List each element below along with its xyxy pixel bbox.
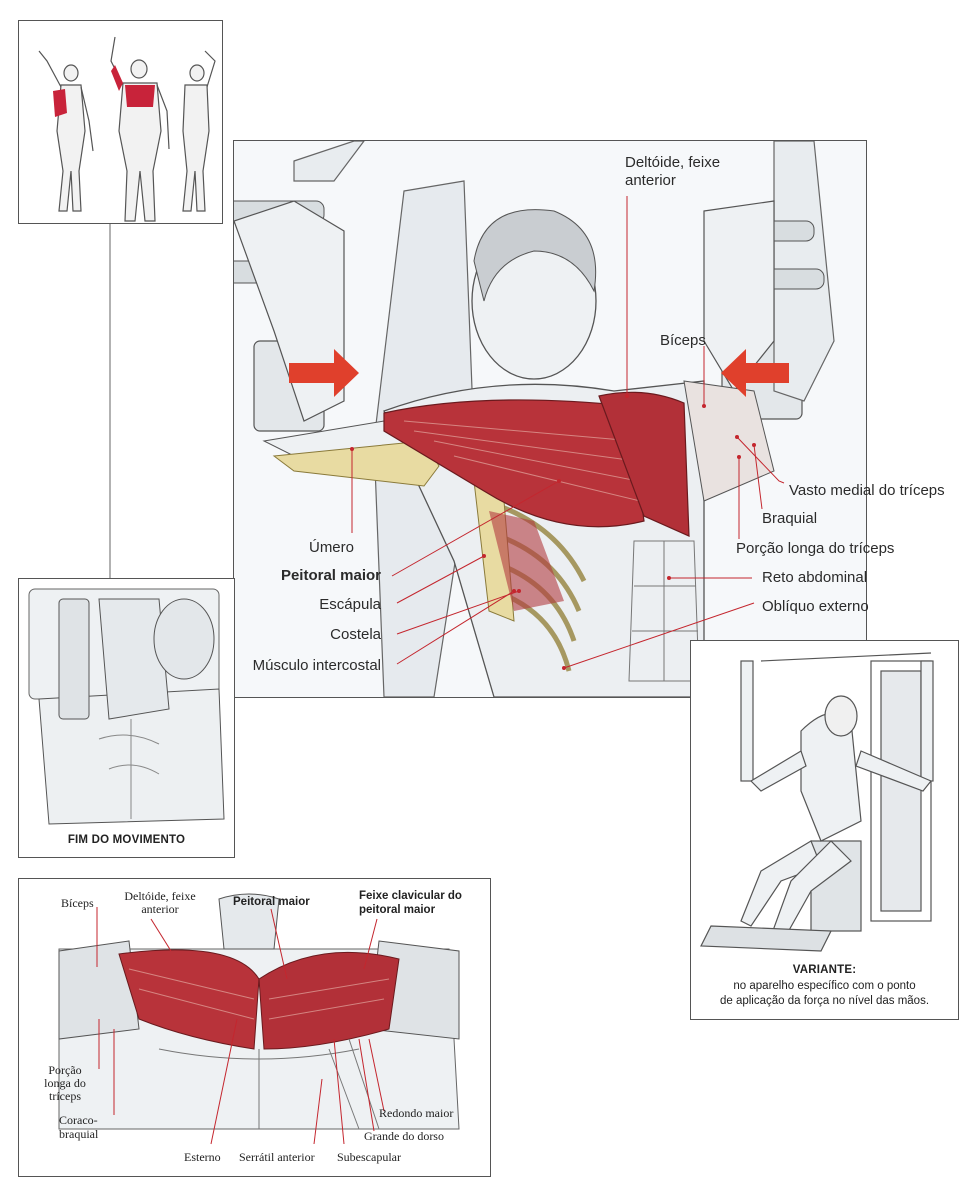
- label-reto-abdominal: Reto abdominal: [762, 569, 868, 586]
- label-deltoide-feixe-anterior: Deltóide, feixe anterior: [625, 154, 721, 189]
- label-escapula: Escápula: [319, 596, 381, 613]
- bottom-label-porcao-line3: tríceps: [49, 1089, 81, 1103]
- bottom-label-redondo-maior: Redondo maior: [379, 1106, 454, 1120]
- bottom-label-feixe-line1: Feixe clavicular do: [359, 890, 462, 902]
- label-musculo-intercostal: Músculo intercostal: [252, 657, 381, 674]
- figures-illustration: [38, 36, 216, 222]
- label-braquial: Braquial: [762, 510, 818, 527]
- bottom-label-feixe-line2: peitoral maior: [359, 904, 436, 916]
- variant-text-line-2: de aplicação da força no nível das mãos.: [719, 995, 930, 1007]
- end-of-movement-panel: FIM DO MOVIMENTO: [18, 578, 235, 858]
- variant-panel: VARIANTE: no aparelho específico com o p…: [690, 640, 959, 1020]
- main-exercise-illustration: [233, 140, 867, 698]
- variant-text-line-1: no aparelho específico com o ponto: [733, 980, 916, 992]
- bottom-label-esterno: Esterno: [184, 1150, 221, 1164]
- label-vasto-medial-triceps: Vasto medial do tríceps: [789, 482, 945, 499]
- bottom-label-subescapular: Subescapular: [337, 1150, 401, 1164]
- exercise-drawing: [234, 141, 835, 697]
- label-porcao-longa-triceps: Porção longa do tríceps: [736, 540, 895, 557]
- bottom-label-biceps: Bíceps: [61, 896, 94, 910]
- label-umero: Úmero: [308, 539, 354, 556]
- bottom-label-coraco-line2: braquial: [59, 1127, 99, 1141]
- label-costela: Costela: [330, 626, 381, 643]
- label-obliquo-externo: Oblíquo externo: [762, 598, 869, 615]
- end-movement-caption: FIM DO MOVIMENTO: [67, 834, 186, 846]
- bottom-label-porcao-line1: Porção: [48, 1063, 82, 1077]
- chest-anatomy-drawing: [58, 893, 460, 1145]
- chest-anatomy-panel: Bíceps Deltóide, feixe anterior Peitoral…: [18, 878, 491, 1177]
- bottom-label-coraco-line1: Coraco-: [59, 1113, 98, 1127]
- end-movement-drawing: [28, 588, 225, 825]
- bottom-label-deltoide-line1: Deltóide, feixe: [124, 889, 196, 903]
- bottom-label-serratil-anterior: Serrátil anterior: [239, 1150, 315, 1164]
- variant-drawing: [700, 652, 934, 952]
- variant-title: VARIANTE:: [792, 964, 857, 976]
- muscle-overview-thumbnail: [18, 20, 223, 224]
- bottom-label-peitoral-maior: Peitoral maior: [233, 896, 310, 908]
- bottom-label-deltoide-line2: anterior: [141, 902, 179, 916]
- bottom-label-grande-do-dorso: Grande do dorso: [364, 1129, 444, 1143]
- bottom-label-porcao-line2: longa do: [44, 1076, 86, 1090]
- label-peitoral-maior: Peitoral maior: [280, 567, 381, 584]
- label-biceps: Bíceps: [660, 332, 706, 349]
